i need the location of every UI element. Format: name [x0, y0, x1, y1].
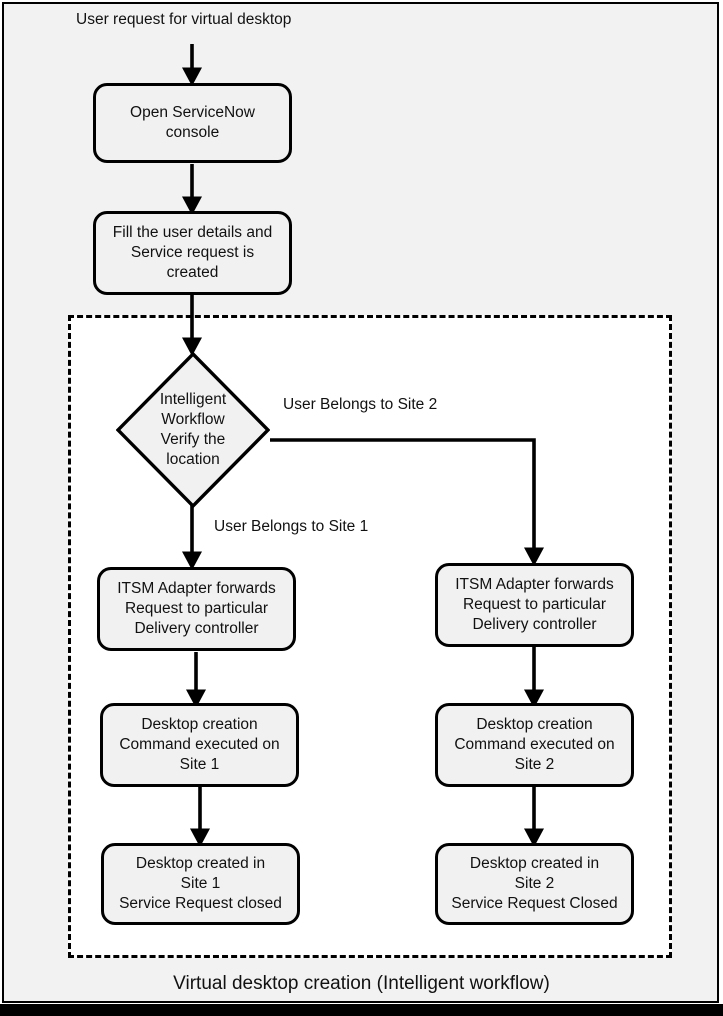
figure-caption: Virtual desktop creation (Intelligent wo…: [173, 973, 550, 994]
bottom-black-band: [0, 1004, 723, 1016]
entry-label: User request for virtual desktop: [76, 11, 292, 28]
node-desktop-command-site-2[interactable]: Desktop creation Command executed on Sit…: [435, 703, 634, 787]
node-itsm-adapter-right[interactable]: ITSM Adapter forwards Request to particu…: [435, 563, 634, 647]
diamond-shape: [116, 352, 270, 508]
node-itsm-adapter-left[interactable]: ITSM Adapter forwards Request to particu…: [97, 567, 296, 651]
node-desktop-command-site-1[interactable]: Desktop creation Command executed on Sit…: [100, 703, 299, 787]
node-fill-user-details[interactable]: Fill the user details and Service reques…: [93, 211, 292, 295]
node-desktop-created-site-1[interactable]: Desktop created in Site 1 Service Reques…: [101, 843, 300, 925]
edge-label-site-2: User Belongs to Site 2: [283, 396, 438, 413]
decision-label: Intelligent Workflow Verify the location: [159, 391, 227, 468]
edge-label-site-1: User Belongs to Site 1: [214, 518, 369, 535]
node-decision-verify-location[interactable]: Intelligent Workflow Verify the location: [116, 352, 270, 508]
node-desktop-created-site-2[interactable]: Desktop created in Site 2 Service Reques…: [435, 843, 634, 925]
node-open-servicenow-console[interactable]: Open ServiceNow console: [93, 83, 292, 163]
